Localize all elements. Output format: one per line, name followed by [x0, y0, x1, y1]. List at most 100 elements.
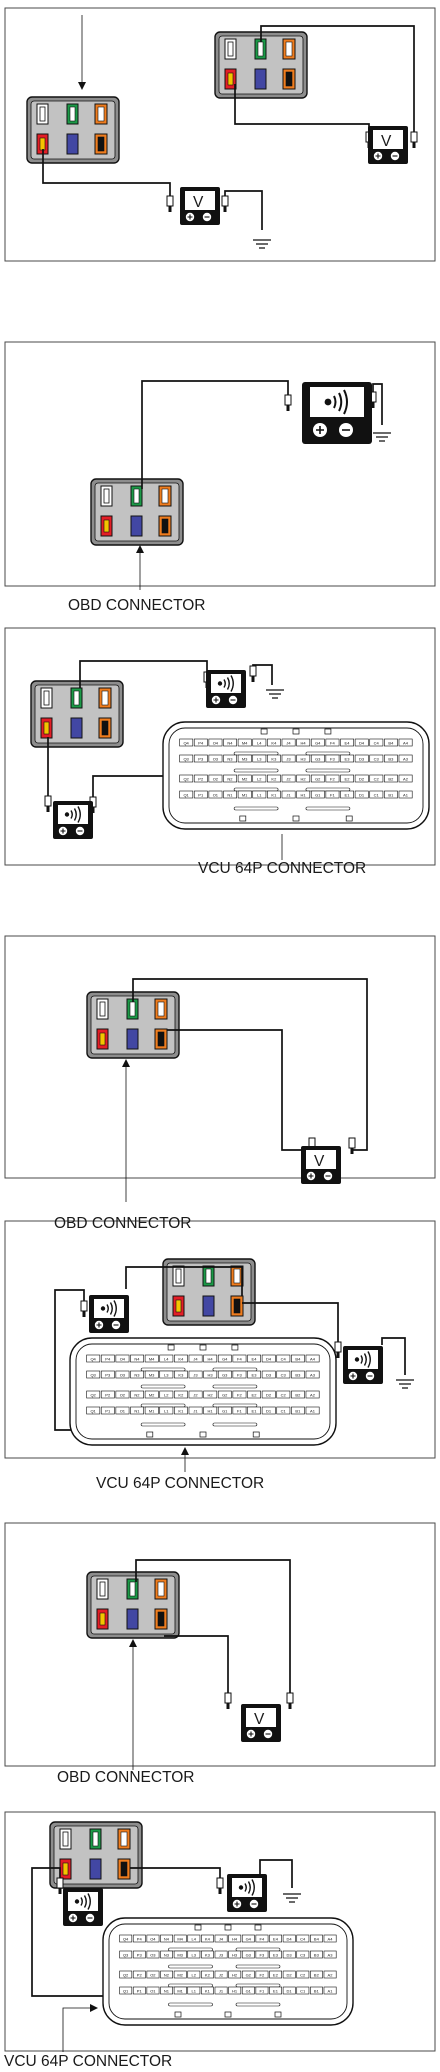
vcu-pin-label: D4 — [359, 741, 365, 746]
vcu-pin — [223, 738, 237, 747]
vcu-pin-label: E1 — [273, 1989, 279, 1994]
vcu-pin-label: B4 — [388, 741, 394, 746]
vcu-pin — [369, 774, 384, 783]
vcu-pin-label: M2 — [149, 1393, 155, 1398]
vcu-pin — [223, 790, 237, 799]
vcu-pin — [144, 1370, 159, 1379]
vcu-pin — [217, 1354, 232, 1363]
vcu-pin — [174, 1354, 188, 1363]
vcu-pin-label: L3 — [257, 757, 262, 762]
vcu-pin-label: Q3 — [90, 1373, 96, 1378]
vcu-pin-label: E1 — [252, 1409, 258, 1414]
vcu-pin — [310, 1986, 323, 1995]
panel-1: V V — [26, 15, 418, 249]
vcu-pin-label: K3 — [205, 1953, 211, 1958]
vcu-pin-label: O3 — [213, 757, 219, 762]
vcu-pin — [282, 1970, 296, 1979]
vcu-pin — [384, 790, 398, 799]
vcu-pin — [115, 1390, 130, 1399]
vcu-pin-label: Q1 — [183, 793, 189, 798]
voltmeter-symbol: V — [381, 133, 392, 150]
vcu-pin — [340, 754, 355, 763]
vcu-pin — [369, 790, 384, 799]
vcu-pin — [193, 754, 208, 763]
vcu-connector-label: VCU 64P CONNECTOR — [96, 1475, 264, 1492]
vcu-pin — [132, 1950, 146, 1959]
continuity-meter-right — [226, 1873, 268, 1913]
vcu-pin — [276, 1370, 291, 1379]
vcu-pin — [217, 1390, 232, 1399]
vcu-pin-label: Q4 — [90, 1357, 96, 1362]
vcu-pin-label: N4 — [164, 1937, 170, 1942]
vcu-pin — [296, 1986, 310, 1995]
vcu-pin — [208, 754, 223, 763]
panel-1-frame — [4, 7, 436, 262]
vcu-pin — [340, 774, 355, 783]
vcu-pin — [252, 738, 267, 747]
vcu-pin-label: J2 — [219, 1973, 224, 1978]
vcu-pin — [188, 1370, 203, 1379]
vcu-pin-label: M3 — [149, 1373, 155, 1378]
vcu-pin — [214, 1934, 228, 1943]
vcu-pin-label: O2 — [213, 777, 219, 782]
obd-connector-label: OBD CONNECTOR — [54, 1215, 192, 1232]
vcu-pin-label: C1 — [281, 1409, 287, 1414]
panel-4: V OBD CONNECTOR — [54, 978, 368, 1232]
vcu-pin — [252, 790, 267, 799]
vcu-pin-label: H1 — [208, 1409, 214, 1414]
vcu-pin — [146, 1986, 160, 1995]
vcu-pin — [203, 1390, 218, 1399]
vcu-pin-label: C3 — [374, 757, 380, 762]
vcu-pin — [325, 754, 340, 763]
vcu-pin-label: A2 — [310, 1393, 316, 1398]
vcu-pin — [237, 774, 252, 783]
vcu-pin — [232, 1370, 247, 1379]
vcu-pin — [267, 738, 281, 747]
vcu-pin-label: A2 — [328, 1973, 334, 1978]
panel-3-frame — [4, 627, 436, 866]
vcu-pin — [159, 1354, 174, 1363]
vcu-pin — [119, 1986, 133, 1995]
vcu-pin — [384, 774, 398, 783]
vcu-pin — [310, 738, 325, 747]
vcu-pin-label: P1 — [105, 1409, 111, 1414]
vcu-pin — [187, 1950, 201, 1959]
vcu-pin — [132, 1934, 146, 1943]
vcu-pin — [237, 738, 252, 747]
vcu-pin-label: H3 — [208, 1373, 214, 1378]
vcu-pin-label: K4 — [205, 1937, 211, 1942]
vcu-pin-label: O3 — [150, 1953, 156, 1958]
vcu-pin-label: O4 — [150, 1937, 156, 1942]
vcu-pin-label: C4 — [300, 1937, 306, 1942]
vcu-pin-label: Q3 — [183, 757, 189, 762]
vcu-pin — [305, 1390, 320, 1399]
vcu-pin — [281, 774, 296, 783]
vcu-pin — [237, 790, 252, 799]
vcu-pin-label: J4 — [193, 1357, 198, 1362]
vcu-pin-label: J1 — [219, 1989, 224, 1994]
vcu-pin — [86, 1370, 101, 1379]
vcu-pin — [179, 774, 194, 783]
vcu-pin-label: L2 — [257, 777, 262, 782]
vcu-pin — [261, 1370, 276, 1379]
vcu-pin-label: J3 — [219, 1953, 224, 1958]
vcu-pin — [130, 1370, 144, 1379]
vcu-pin — [203, 1406, 218, 1415]
vcu-pin — [144, 1406, 159, 1415]
vcu-pin-label: L4 — [192, 1937, 197, 1942]
panel-6-frame — [4, 1522, 436, 1767]
vcu-pin — [325, 738, 340, 747]
vcu-pin — [282, 1934, 296, 1943]
vcu-pin-label: H2 — [208, 1393, 214, 1398]
vcu-pin-label: C4 — [281, 1357, 287, 1362]
vcu-pin-label: G1 — [315, 793, 321, 798]
vcu-pin — [193, 774, 208, 783]
vcu-pin — [296, 774, 311, 783]
vcu-pin-label: C1 — [300, 1989, 306, 1994]
vcu-pin-label: J2 — [193, 1393, 198, 1398]
vcu-pin — [369, 738, 384, 747]
vcu-pin — [296, 1934, 310, 1943]
vcu-pin-label: B1 — [388, 793, 394, 798]
